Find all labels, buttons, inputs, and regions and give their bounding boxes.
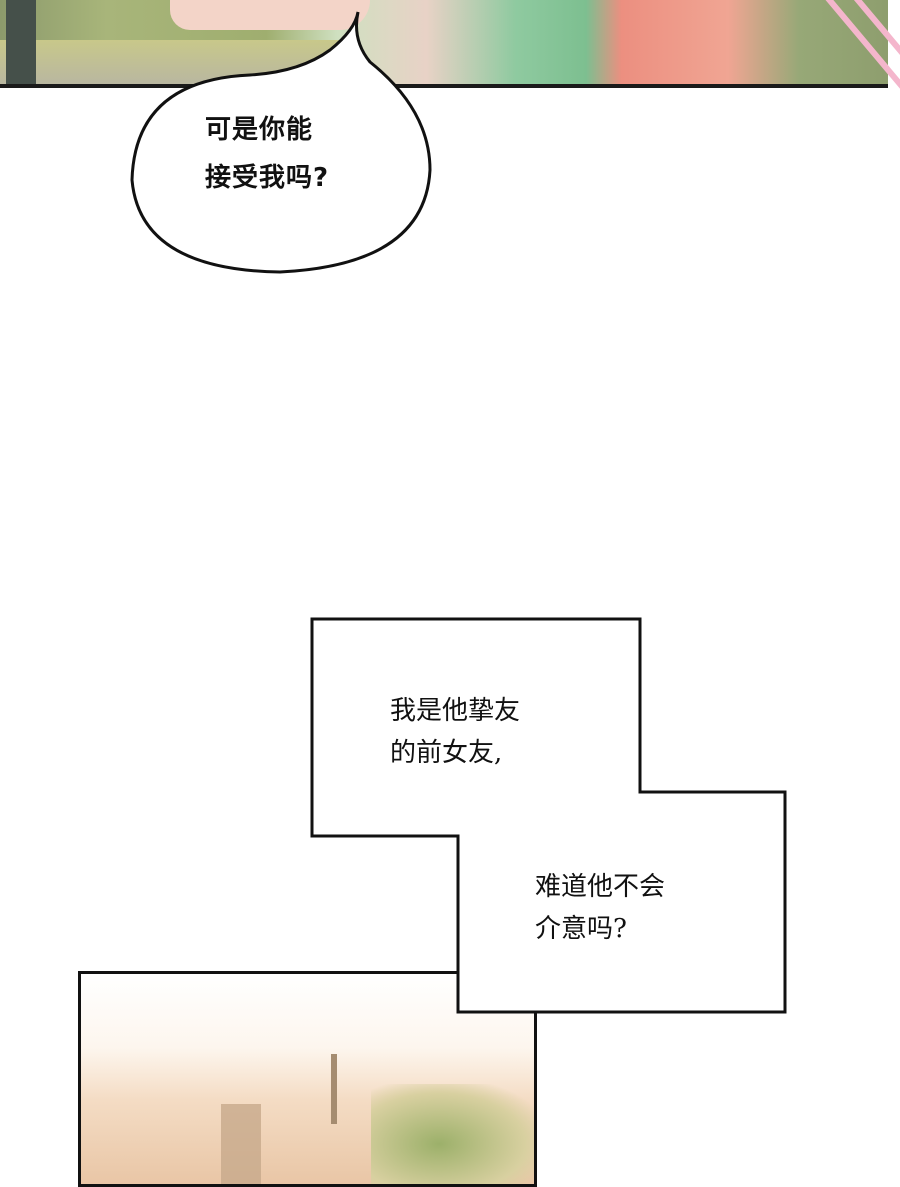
speech-bubble: 可是你能 接受我吗?: [132, 88, 432, 274]
character-hand: [170, 0, 370, 30]
narration-line-4: 介意吗?: [535, 914, 627, 944]
narration-line-1: 我是他挚友: [390, 696, 521, 726]
speech-bubble-shape: [130, 11, 432, 274]
walkway: [221, 1104, 261, 1184]
top-comic-panel: [0, 0, 888, 88]
narration-line-3: 难道他不会: [535, 872, 666, 902]
narration-line-2: 的前女友,: [390, 738, 503, 768]
lamp-post: [331, 1054, 337, 1124]
speech-line-2: 接受我吗?: [205, 163, 330, 193]
lamp-post: [6, 0, 36, 84]
garden: [371, 1084, 534, 1184]
speech-line-1: 可是你能: [205, 115, 314, 145]
